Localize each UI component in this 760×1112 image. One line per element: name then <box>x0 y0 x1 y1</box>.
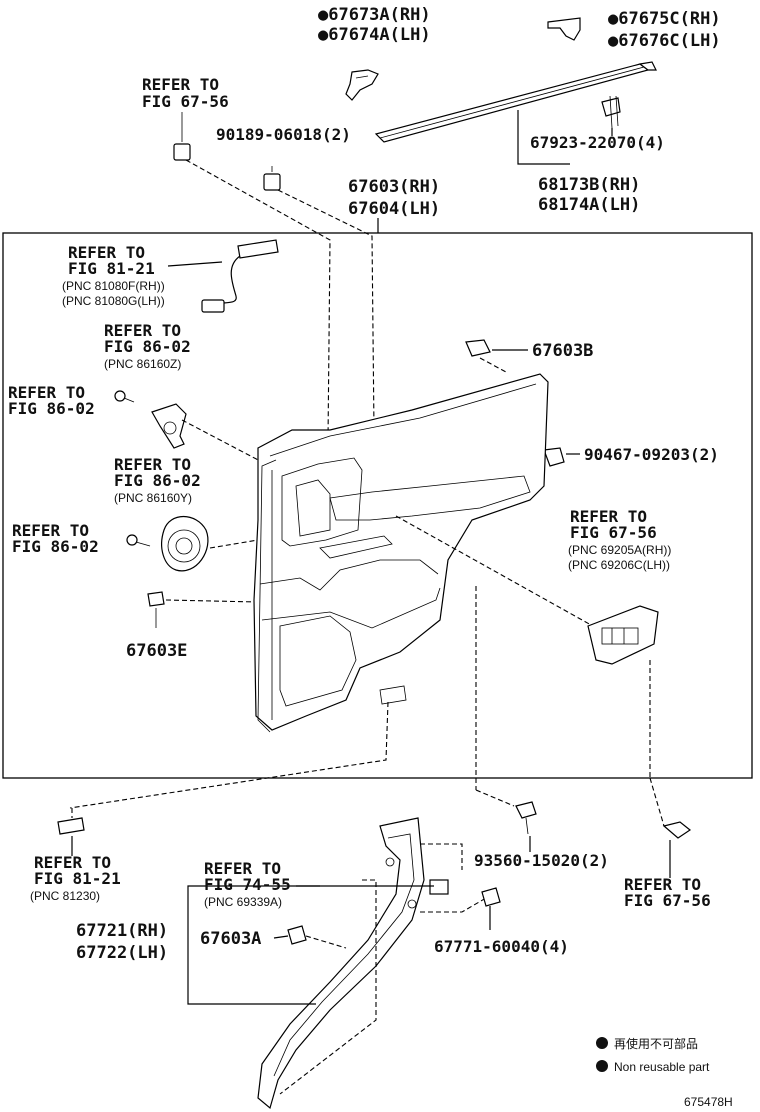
label-67603e: 67603E <box>126 641 187 661</box>
clip-67603e-icon <box>147 591 165 628</box>
label-67604: 67604(LH) <box>348 199 440 219</box>
legend-dot-icon <box>596 1037 608 1049</box>
label-90467: 90467-09203(2) <box>584 445 719 464</box>
label-refer-top: REFER TO <box>142 75 219 94</box>
label-pnc-81080f: (PNC 81080F(RH)) <box>62 279 165 293</box>
legend-dot-icon <box>596 1060 608 1072</box>
label-fig-8121-b: FIG 81-21 <box>34 869 121 888</box>
label-refer-8121-b: REFER TO <box>34 853 111 872</box>
label-67603: 67603(RH) <box>348 177 440 197</box>
label-fig-8602-a: FIG 86-02 <box>104 337 191 356</box>
figure-id: 675478H <box>684 1095 733 1109</box>
label-67923: 67923-22070(4) <box>530 133 665 152</box>
clip-67673a-icon <box>345 69 379 101</box>
screw-refer-6756-icon <box>662 821 692 878</box>
label-67676c: ●67676C(LH) <box>608 31 721 51</box>
label-refer-8121-a: REFER TO <box>68 243 145 262</box>
label-pnc-81080g: (PNC 81080G(LH)) <box>62 294 165 308</box>
clip-67603a-icon <box>287 925 307 945</box>
label-fig-7455: FIG 74-55 <box>204 875 291 894</box>
label-fig-8602-c: FIG 86-02 <box>114 471 201 490</box>
label-refer-7455: REFER TO <box>204 859 281 878</box>
label-fig-6756-bot: FIG 67-56 <box>624 891 711 910</box>
clip-67603b-icon <box>465 339 528 357</box>
label-fig-8121-a: FIG 81-21 <box>68 259 155 278</box>
label-67674a: ●67674A(LH) <box>318 25 431 45</box>
label-90189: 90189-06018(2) <box>216 125 351 144</box>
label-refer-8602-b: REFER TO <box>8 383 85 402</box>
label-67673a: ●67673A(RH) <box>318 5 431 25</box>
belt-moulding-icon <box>374 61 657 143</box>
label-67603b: 67603B <box>532 341 593 361</box>
label-refer-6756-bot: REFER TO <box>624 875 701 894</box>
label-pnc-69206c: (PNC 69206C(LH)) <box>568 558 670 572</box>
clip-67771-icon <box>481 887 501 930</box>
power-window-switch-icon <box>587 605 659 665</box>
clip-refer-6756-icon <box>173 112 191 161</box>
label-refer-6756-mid: REFER TO <box>570 507 647 526</box>
screw-93560-icon <box>515 801 537 835</box>
label-67603a: 67603A <box>200 929 261 949</box>
label-pnc-69205a: (PNC 69205A(RH)) <box>568 543 671 557</box>
legend-cn-text: 再使用不可部品 <box>614 1036 698 1051</box>
label-67722: 67722(LH) <box>76 943 168 963</box>
label-pnc-69339a: (PNC 69339A) <box>204 895 282 909</box>
clip-90467-icon <box>543 447 580 467</box>
label-68174a: 68174A(LH) <box>538 195 640 215</box>
label-pnc-81230: (PNC 81230) <box>30 889 100 903</box>
door-switch-harness-icon <box>201 239 279 313</box>
label-refer-8602-d: REFER TO <box>12 521 89 540</box>
courtesy-lamp-icon <box>57 808 85 856</box>
label-fig-8602-b: FIG 86-02 <box>8 399 95 418</box>
label-refer-8602-a: REFER TO <box>104 321 181 340</box>
label-fig-6756-top: FIG 67-56 <box>142 92 229 111</box>
label-67675c: ●67675C(RH) <box>608 9 721 29</box>
door-speaker-icon <box>126 516 209 572</box>
label-68173b: 68173B(RH) <box>538 175 640 195</box>
label-fig-8602-d: FIG 86-02 <box>12 537 99 556</box>
clip-90189-icon <box>263 166 281 191</box>
scuff-plate-icon <box>257 817 449 1110</box>
legend-en-text: Non reusable part <box>614 1060 710 1074</box>
door-trim-panel-icon <box>253 373 549 733</box>
label-fig-6756-mid: FIG 67-56 <box>570 523 657 542</box>
label-pnc-86160y: (PNC 86160Y) <box>114 491 192 505</box>
clip-67923-icon <box>601 95 621 129</box>
label-67721: 67721(RH) <box>76 921 168 941</box>
label-pnc-86160z: (PNC 86160Z) <box>104 357 181 371</box>
label-93560: 93560-15020(2) <box>474 851 609 870</box>
tweeter-speaker-icon <box>114 390 187 449</box>
clip-67675c-icon <box>547 17 581 41</box>
label-67771: 67771-60040(4) <box>434 937 569 956</box>
label-refer-8602-c: REFER TO <box>114 455 191 474</box>
